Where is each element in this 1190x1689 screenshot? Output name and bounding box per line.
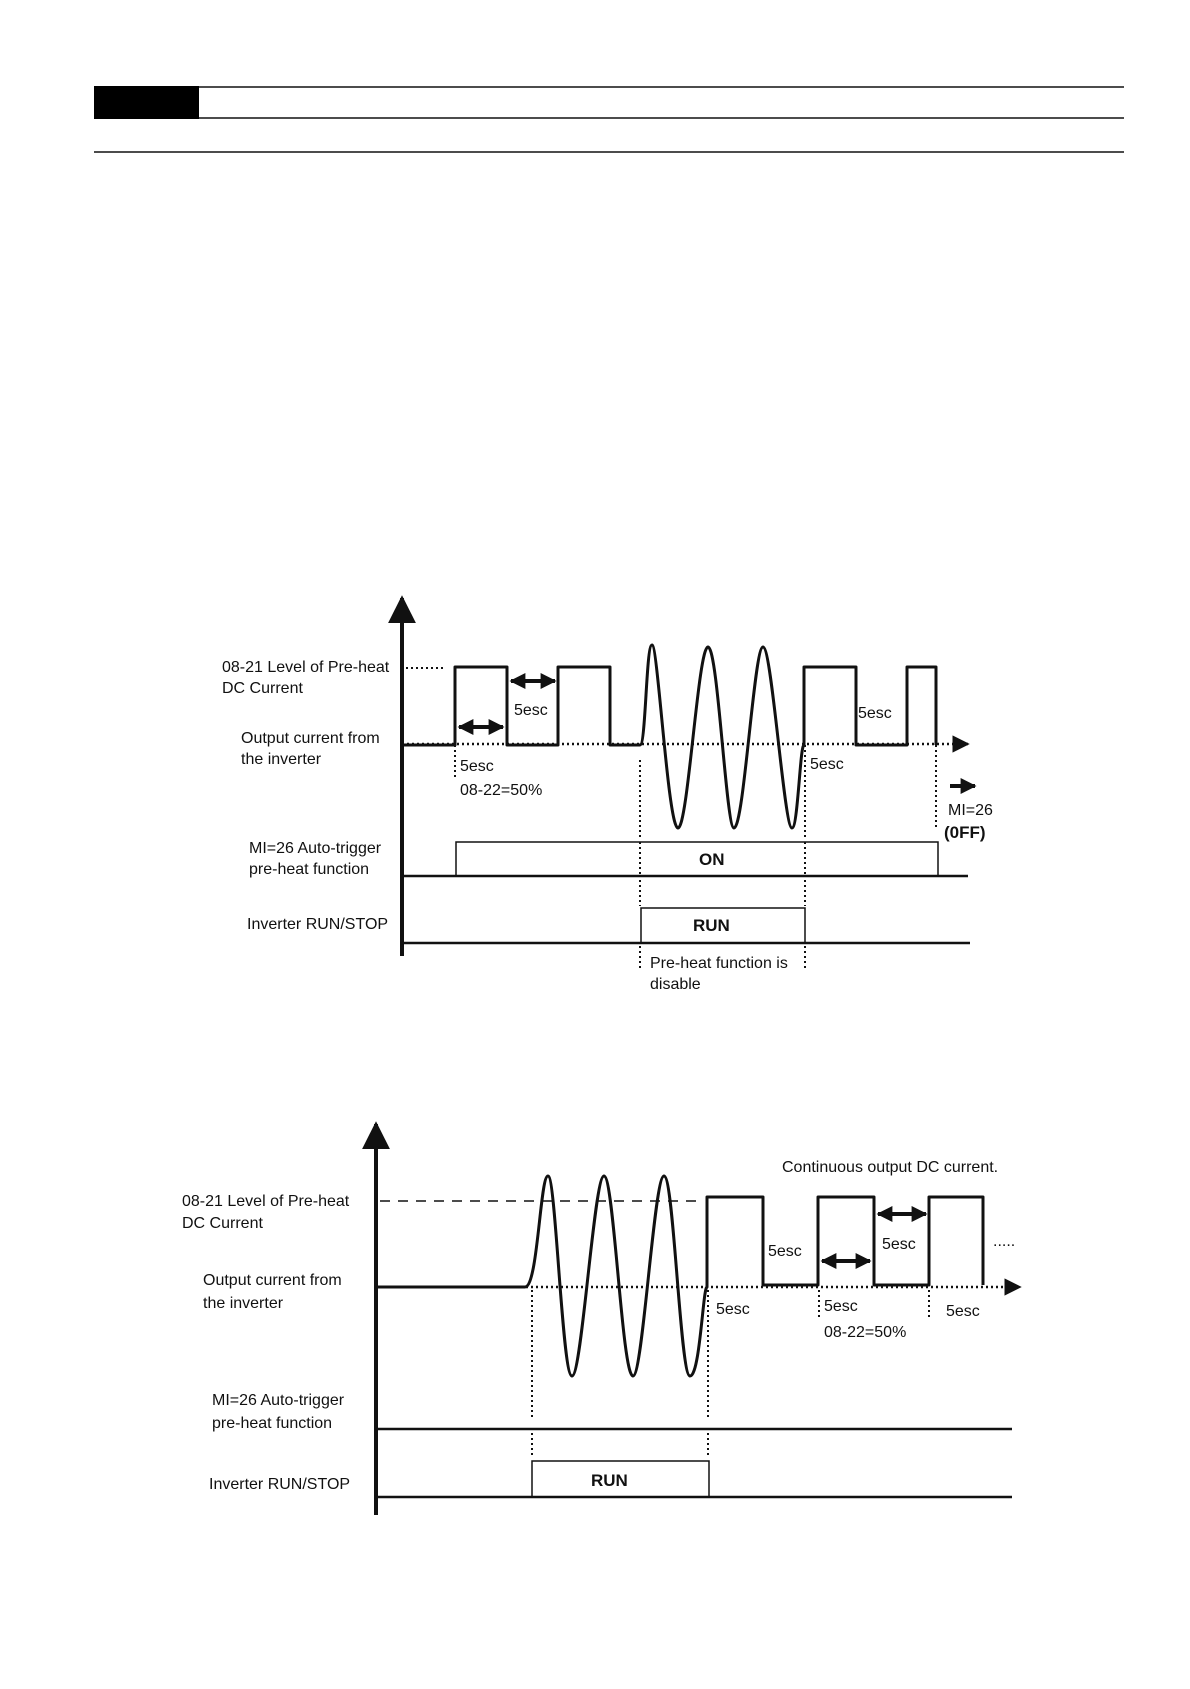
d1-level-label-1: 08-21 Level of Pre-heat (222, 659, 390, 676)
d1-mi-off-1: MI=26 (948, 802, 993, 819)
d2-run-label: RUN (591, 1471, 628, 1490)
d1-mi-off-2: (0FF) (944, 823, 986, 842)
d1-mi-label-2: pre-heat function (249, 861, 369, 878)
d1-run-label: RUN (693, 916, 730, 935)
d1-disable-note-2: disable (650, 976, 701, 993)
d2-run-stop-label: Inverter RUN/STOP (209, 1476, 350, 1493)
header-black-block (94, 86, 199, 119)
d1-output-label-2: the inverter (241, 751, 322, 768)
d2-sec-label-d: 5esc (882, 1236, 916, 1253)
d2-continuous-note: Continuous output DC current. (782, 1159, 998, 1176)
d2-sec-label-b: 5esc (768, 1243, 802, 1260)
d1-mi-label-1: MI=26 Auto-trigger (249, 840, 382, 857)
d1-disable-note-1: Pre-heat function is (650, 955, 788, 972)
diagram-2 (362, 1121, 1022, 1515)
d1-sec-label-c: 5esc (810, 756, 844, 773)
d2-sec-label-a: 5esc (716, 1301, 750, 1318)
d2-sec-label-c: 5esc (824, 1298, 858, 1315)
d2-duty-label: 08-22=50% (824, 1324, 906, 1341)
d1-sec-label-a: 5esc (460, 758, 494, 775)
d1-level-label-2: DC Current (222, 680, 303, 697)
d1-on-box (455, 841, 939, 877)
d1-run-stop-label: Inverter RUN/STOP (247, 916, 388, 933)
d2-current-waveform (376, 1174, 985, 1378)
d2-level-label-1: 08-21 Level of Pre-heat (182, 1193, 350, 1210)
d1-run-box (640, 907, 806, 944)
d1-current-waveform (402, 643, 938, 830)
d2-level-label-2: DC Current (182, 1215, 263, 1232)
d1-sec-label-d: 5esc (858, 705, 892, 722)
d2-mi-label-1: MI=26 Auto-trigger (212, 1392, 345, 1409)
d2-ellipsis: ..... (993, 1233, 1015, 1250)
d2-sec-label-e: 5esc (946, 1303, 980, 1320)
d2-output-label-2: the inverter (203, 1295, 284, 1312)
d2-mi-label-2: pre-heat function (212, 1415, 332, 1432)
d1-duty-label: 08-22=50% (460, 782, 542, 799)
d1-sec-label-b: 5esc (514, 702, 548, 719)
d2-output-label-1: Output current from (203, 1272, 342, 1289)
d1-on-label: ON (699, 850, 725, 869)
d2-run-box (531, 1460, 710, 1498)
d1-output-label-1: Output current from (241, 730, 380, 747)
diagram-1 (388, 595, 977, 970)
page-header (94, 86, 1124, 153)
